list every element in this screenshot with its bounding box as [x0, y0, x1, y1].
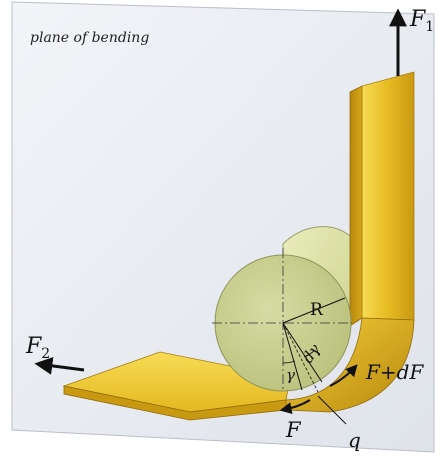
q-leader	[317, 395, 347, 425]
vertical-belt-side	[349, 85, 363, 327]
angle-line-normal	[282, 322, 319, 393]
force-F-dF-arrow	[329, 364, 358, 387]
angle-line-gamma	[282, 322, 303, 391]
plane-of-bending-label: plane of bending	[30, 30, 149, 46]
force-F1-subscript: 1	[425, 19, 434, 35]
force-F2-subscript: 2	[41, 346, 50, 362]
force-F-label: F	[285, 418, 302, 442]
force-F2-arrow	[34, 356, 85, 375]
angle-arc-gamma	[282, 360, 296, 364]
q-label: q	[348, 428, 361, 452]
force-F-dF-label: F+dF	[365, 360, 424, 384]
radius-line	[282, 297, 346, 324]
force-F-arrow	[279, 399, 311, 415]
angle-line-dgamma	[282, 322, 323, 383]
force-F2-label: F2	[25, 334, 50, 362]
radius-label: R	[310, 300, 324, 320]
angle-arc-dgamma	[303, 350, 315, 358]
vertical-belt-front	[361, 71, 415, 321]
force-F1-label: F1	[409, 7, 434, 35]
gamma-label: γ	[286, 366, 295, 384]
